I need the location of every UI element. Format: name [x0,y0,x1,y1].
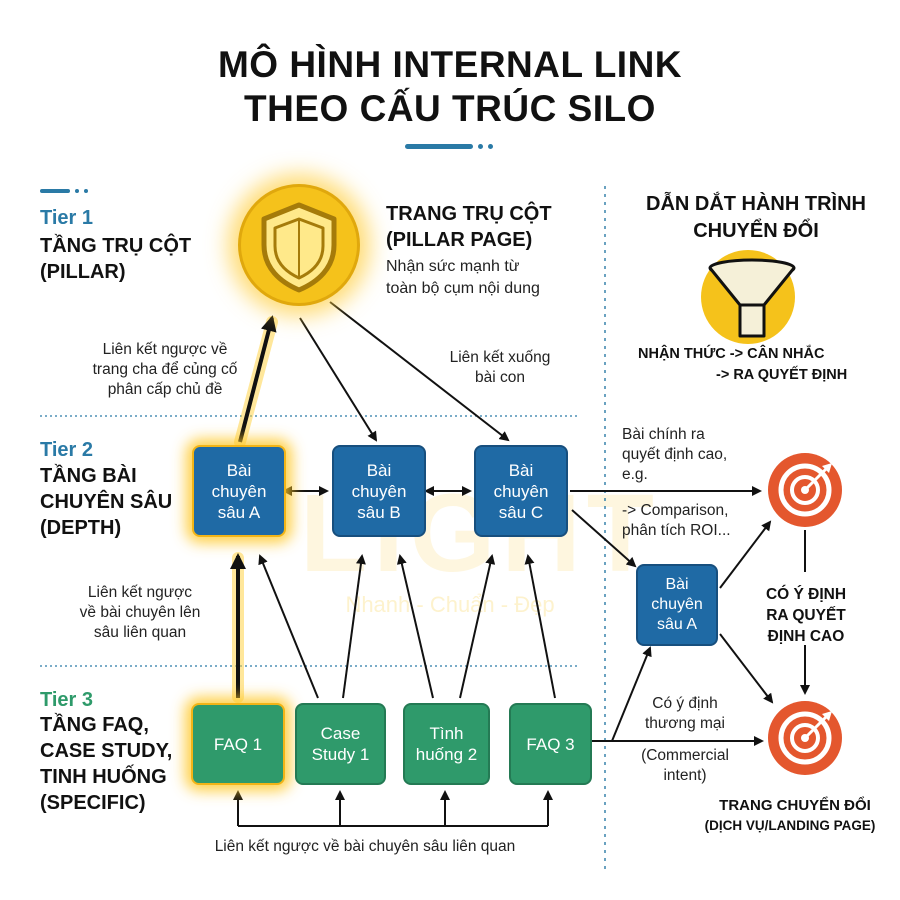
destination-title: TRANG CHUYỂN ĐỔI [719,797,871,814]
specific-box-faq3[interactable]: FAQ 3 [509,703,592,785]
tier1-name: TẦNG TRỤ CỘT(PILLAR) [40,235,192,283]
funnel-stage-line2: -> RA QUYẾT ĐỊNH [716,367,848,383]
title-divider-dot [488,144,493,149]
specific-box-faq1[interactable]: FAQ 1 [191,703,285,785]
tier2-label: Tier 2 [40,439,93,461]
page-title-line1: MÔ HÌNH INTERNAL LINK [217,44,683,85]
destination-subtitle: (DỊCH VỤ/LANDING PAGE) [704,818,876,833]
tier-accent-dot [75,189,79,193]
tier3-name: TẦNG FAQ,CASE STUDY,TINH HUỐNG(SPECIFIC) [40,714,173,814]
watermark-tagline: Nhanh - Chuẩn - Đẹp [345,592,555,617]
title-divider [405,144,473,149]
tier3-label: Tier 3 [40,689,93,711]
funnel-stage-line1: NHẬN THỨC -> CÂN NHẮC [638,346,825,362]
pillar-glow [238,184,360,306]
tier1-label: Tier 1 [40,207,93,229]
note-bottom: Liên kết ngược về bài chuyên sâu liên qu… [214,838,516,855]
page-title-line2: THEO CẤU TRÚC SILO [244,88,656,129]
pillar-title: TRANG TRỤ CỘT(PILLAR PAGE) [386,203,552,251]
title-divider-dot [478,144,483,149]
funnel-bg [701,250,795,344]
tier-accent-dot [84,189,88,193]
tier-accent [40,189,70,193]
